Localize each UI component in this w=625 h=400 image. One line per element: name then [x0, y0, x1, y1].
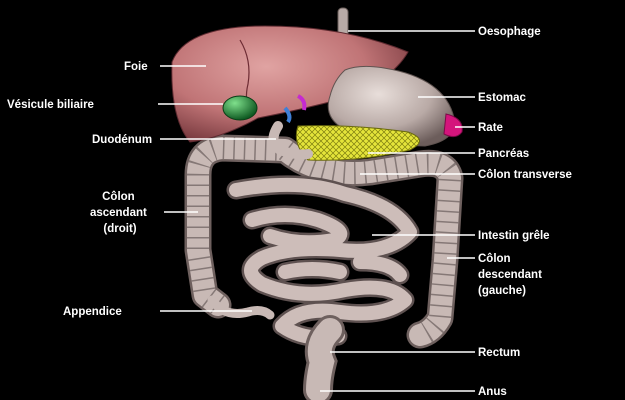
label-colon-ascendant-line3: (droit) — [103, 223, 136, 235]
label-oesophage: Oesophage — [478, 26, 541, 38]
label-duodenum: Duodénum — [92, 134, 152, 146]
label-appendice: Appendice — [63, 306, 122, 318]
gallbladder-shape — [223, 96, 257, 120]
label-colon-ascendant-line1: Côlon — [102, 191, 135, 203]
label-colon-descendant-line2: descendant — [478, 269, 542, 281]
label-vesicule-biliaire: Vésicule biliaire — [7, 99, 94, 111]
label-colon-ascendant-line2: ascendant — [90, 207, 147, 219]
label-foie: Foie — [124, 61, 148, 73]
label-anus: Anus — [478, 386, 507, 398]
rectum-shape — [318, 330, 330, 390]
label-rectum: Rectum — [478, 347, 520, 359]
label-rate: Rate — [478, 122, 503, 134]
label-intestin-grele: Intestin grêle — [478, 230, 550, 242]
label-colon-descendant-line1: Côlon — [478, 253, 511, 265]
label-estomac: Estomac — [478, 92, 527, 104]
label-colon-descendant-line3: (gauche) — [478, 285, 526, 297]
label-pancreas: Pancréas — [478, 148, 529, 160]
label-colon-transverse: Côlon transverse — [478, 169, 572, 181]
